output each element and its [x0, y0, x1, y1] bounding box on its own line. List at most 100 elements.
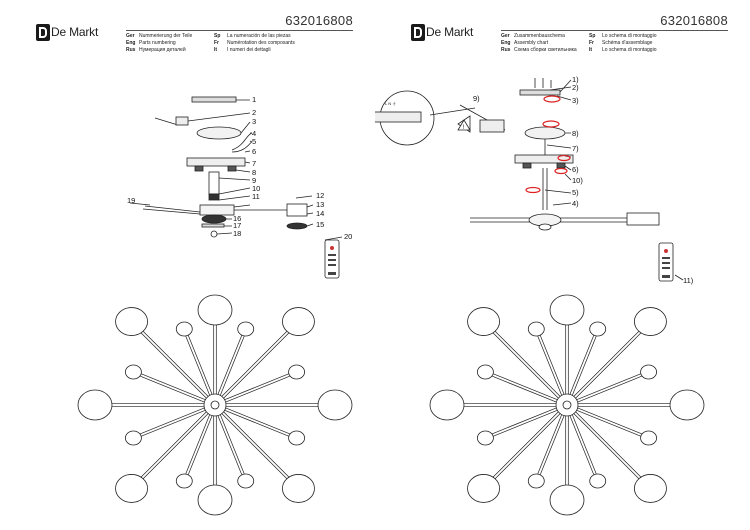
- arm-line: [139, 403, 215, 435]
- arm-line: [214, 373, 290, 405]
- step-label-7: 7): [572, 144, 579, 153]
- arm-line: [213, 405, 243, 476]
- product-code: 632016808: [660, 13, 728, 28]
- arm-line: [537, 404, 567, 475]
- step-label-11: 11): [683, 276, 694, 285]
- arm-line: [213, 330, 288, 405]
- arm-line: [567, 403, 643, 435]
- part-label-16: 16: [233, 214, 241, 223]
- arm-line: [215, 332, 290, 407]
- hub-cap: [562, 400, 572, 410]
- arm-line: [492, 332, 567, 407]
- part-label-18: 18: [233, 229, 241, 238]
- globe-shade: [175, 321, 193, 337]
- remote-control-icon: [324, 239, 340, 279]
- arm-line: [492, 403, 567, 478]
- part-label-11: 11: [252, 192, 260, 201]
- brand-logo: De Markt: [36, 22, 98, 42]
- part-label-6: 6: [252, 147, 256, 156]
- globe-shade: [467, 474, 500, 503]
- globe-shade: [634, 307, 667, 336]
- arm-line: [539, 334, 569, 405]
- arm-line: [213, 334, 243, 405]
- globe-shade: [317, 389, 353, 421]
- arm-line: [213, 405, 288, 480]
- part-label-17: 17: [233, 221, 241, 230]
- part-label-20: 20: [344, 232, 352, 241]
- globe-shade: [549, 484, 585, 516]
- step-label-10: 10): [572, 176, 583, 185]
- globe-shade: [115, 474, 148, 503]
- arm-line: [492, 405, 568, 437]
- arm-line: [214, 405, 290, 437]
- globe-shade: [115, 307, 148, 336]
- part-label-5: 5: [252, 137, 256, 146]
- globe-shade: [527, 473, 545, 489]
- part-label-15: 15: [316, 220, 324, 229]
- arm-line: [567, 335, 597, 406]
- arm-line: [539, 405, 569, 476]
- part-label-19: 19: [127, 196, 135, 205]
- globe-shade: [467, 307, 500, 336]
- globe-shade: [282, 474, 315, 503]
- step-label-5: 5): [572, 188, 579, 197]
- arm-line: [565, 330, 640, 405]
- step-label-3: 3): [572, 96, 579, 105]
- arm-line: [185, 404, 215, 475]
- step-label-4: 4): [572, 199, 579, 208]
- arm-line: [565, 334, 595, 405]
- arm-line: [565, 405, 640, 480]
- globe-shade: [237, 473, 255, 489]
- globe-shade: [125, 430, 142, 446]
- arm-line: [565, 405, 595, 476]
- arm-line: [140, 403, 215, 478]
- arm-line: [492, 373, 568, 405]
- globe-shade: [640, 430, 657, 446]
- globe-shade: [197, 294, 233, 326]
- arm-line: [567, 375, 643, 407]
- globe-shade: [77, 389, 113, 421]
- exploded-parts-diagram: 1 2 3 4 5 6 7 8 9 10 11 12 13 14 15 16 1…: [77, 95, 353, 516]
- globe-shade: [527, 321, 545, 337]
- arm-line: [537, 335, 567, 406]
- globe-shade: [288, 430, 305, 446]
- globe-shade: [669, 389, 705, 421]
- brand-logo: De Markt: [411, 22, 473, 42]
- globe-shade: [634, 474, 667, 503]
- arm-line: [215, 375, 291, 407]
- terminal-callout-text: L N ⏚: [385, 100, 396, 106]
- part-label-4: 4: [252, 129, 256, 138]
- globe-shade: [589, 321, 607, 337]
- globe-shade: [549, 294, 585, 326]
- arm-line: [491, 403, 567, 435]
- arm-line: [142, 330, 217, 405]
- step-label-6: 6): [572, 165, 579, 174]
- part-label-2: 2: [252, 108, 256, 117]
- arm-line: [494, 330, 569, 405]
- arm-line: [491, 375, 567, 407]
- globe-shade: [429, 389, 465, 421]
- globe-shade: [589, 473, 607, 489]
- part-label-13: 13: [316, 200, 324, 209]
- arm-line: [567, 403, 642, 478]
- logo-text: De Markt: [426, 25, 474, 39]
- step-label-2: 2): [572, 83, 579, 92]
- part-label-1: 1: [252, 95, 256, 104]
- header-rule: [501, 30, 728, 31]
- logo-mark-icon: [411, 23, 425, 41]
- globe-shade: [175, 473, 193, 489]
- arm-line: [215, 335, 245, 406]
- part-label-12: 12: [316, 191, 324, 200]
- arm-line: [140, 332, 215, 407]
- arm-line: [187, 405, 217, 476]
- part-label-8: 8: [252, 168, 256, 177]
